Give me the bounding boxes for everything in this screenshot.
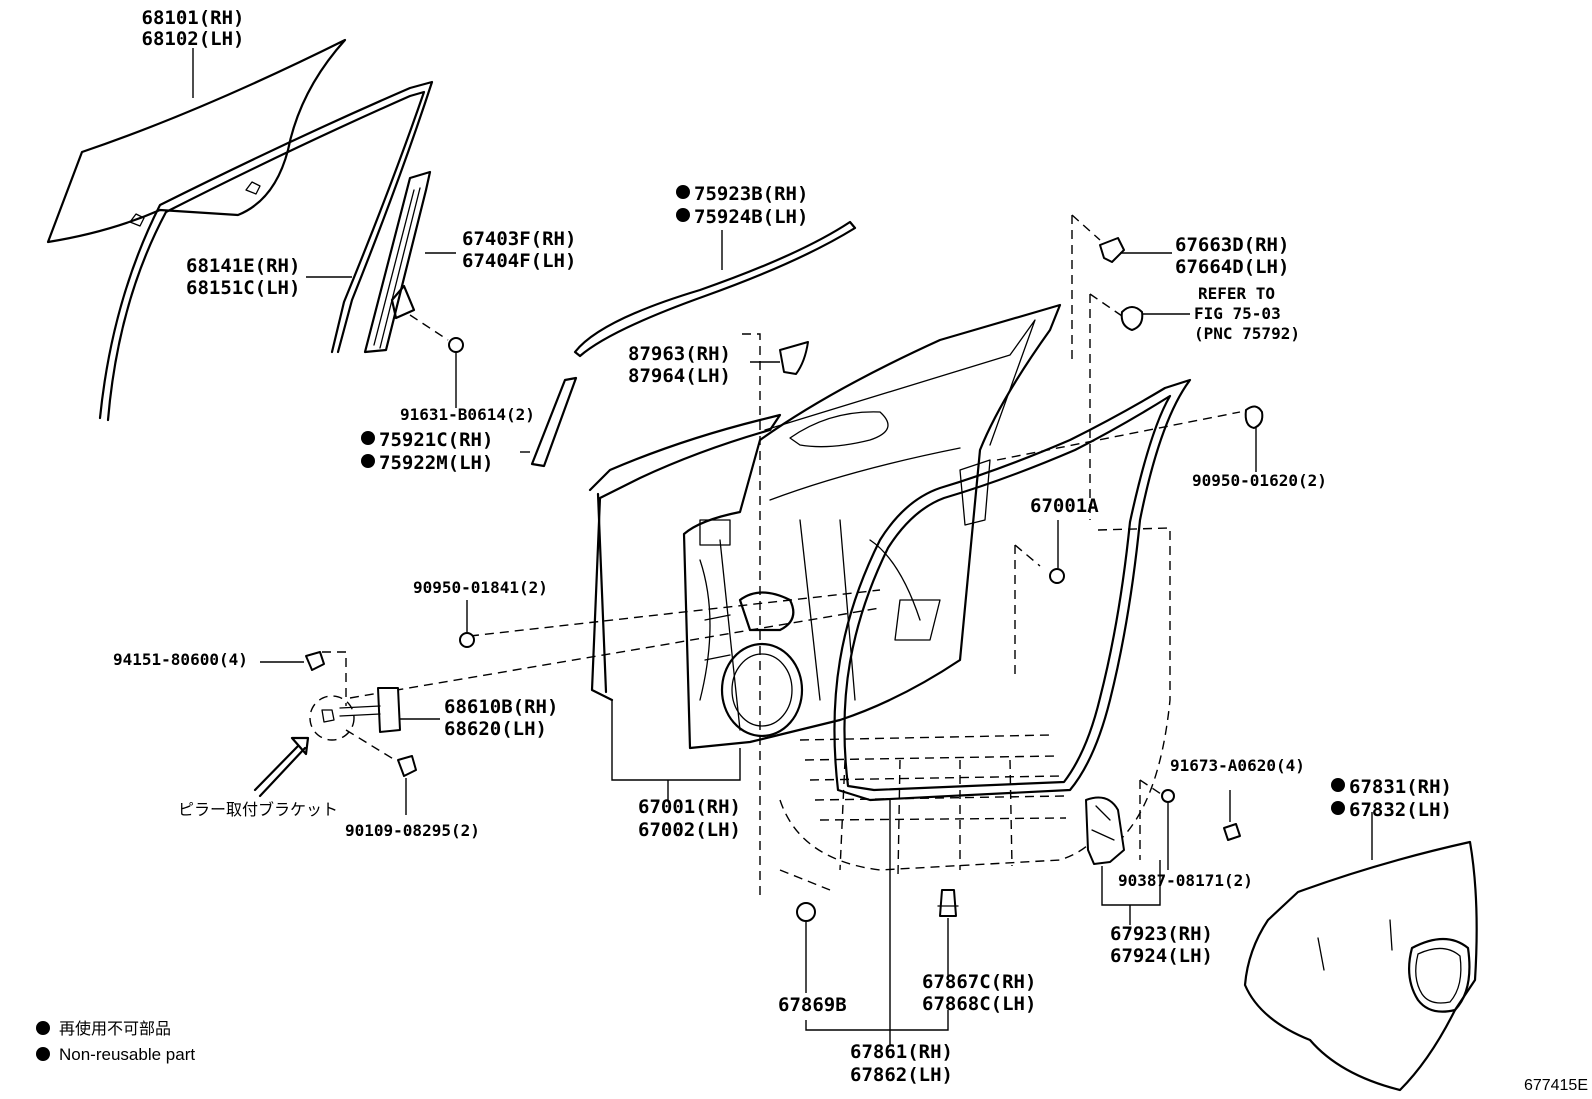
non-reusable-mark-67832 — [1331, 801, 1345, 815]
label-68151C: 68151C(LH) — [186, 277, 300, 299]
label-67831: 67831(RH) — [1349, 776, 1452, 798]
label-75923B: 75923B(RH) — [694, 183, 808, 205]
label-67868C: 67868C(LH) — [922, 993, 1036, 1015]
clip-67869B — [796, 902, 816, 922]
glass-run-channel — [98, 80, 434, 422]
label-87964: 87964(LH) — [628, 365, 731, 387]
legend-dot-en — [36, 1047, 50, 1061]
bracket-67663 — [1099, 237, 1125, 263]
label-67862: 67862(LH) — [850, 1064, 953, 1086]
label-67861: 67861(RH) — [850, 1041, 953, 1063]
label-87963: 87963(RH) — [628, 343, 731, 365]
non-reusable-mark-75923 — [676, 185, 690, 199]
bolt-91673 — [1223, 823, 1241, 841]
label-90109: 90109-08295(2) — [345, 821, 480, 840]
clip-90387 — [1161, 789, 1175, 803]
non-reusable-mark-75924 — [676, 208, 690, 222]
label-67403F: 67403F(RH) — [462, 228, 576, 250]
legend: 再使用不可部品 Non-reusable part — [36, 1019, 195, 1064]
label-67924: 67924(LH) — [1110, 945, 1213, 967]
label-refer-pnc: (PNC 75792) — [1194, 324, 1300, 343]
leader-lines — [192, 48, 1373, 1045]
label-91631: 91631-B0614(2) — [400, 405, 535, 424]
door-glass — [46, 38, 347, 244]
legend-text-jp: 再使用不可部品 — [59, 1019, 171, 1038]
mirror-cover — [779, 341, 809, 375]
clip-refer — [1120, 306, 1144, 331]
plug-67001A — [1049, 568, 1065, 584]
label-75921C: 75921C(RH) — [379, 429, 493, 451]
bolt-91631 — [409, 314, 464, 353]
plug-90950-left — [459, 632, 475, 648]
label-94151: 94151-80600(4) — [113, 650, 248, 669]
nut-94151 — [305, 651, 325, 671]
label-68620: 68620(LH) — [444, 718, 547, 740]
front-garnish — [530, 376, 578, 468]
bolt-90109 — [397, 755, 417, 777]
label-67001A: 67001A — [1030, 495, 1099, 517]
service-hole-cover — [1243, 840, 1478, 1092]
label-90387: 90387-08171(2) — [1118, 871, 1253, 890]
plug-90950-right — [1244, 405, 1264, 429]
label-67664D: 67664D(LH) — [1175, 256, 1289, 278]
label-90950-01620: 90950-01620(2) — [1192, 471, 1327, 490]
lower-hinge-cover — [1085, 796, 1125, 865]
label-91673: 91673-A0620(4) — [1170, 756, 1305, 775]
label-68141E: 68141E(RH) — [186, 255, 300, 277]
label-68102: 68102(LH) — [142, 28, 245, 50]
label-refer-to: REFER TO — [1198, 284, 1275, 303]
label-67867C: 67867C(RH) — [922, 971, 1036, 993]
clip-67867C — [937, 889, 959, 917]
label-75922M: 75922M(LH) — [379, 452, 493, 474]
legend-dot-jp — [36, 1021, 50, 1035]
label-67832: 67832(LH) — [1349, 799, 1452, 821]
label-pillar-bracket: ピラー取付ブラケット — [178, 800, 338, 819]
non-reusable-mark-75922 — [361, 454, 375, 468]
label-67001: 67001(RH) — [638, 796, 741, 818]
label-67663D: 67663D(RH) — [1175, 234, 1289, 256]
label-67404F: 67404F(LH) — [462, 250, 576, 272]
door-weatherstrip — [833, 378, 1192, 802]
pillar-bracket-arrow — [253, 736, 310, 798]
label-90950-01841: 90950-01841(2) — [413, 578, 548, 597]
belt-moulding — [573, 220, 857, 358]
legend-text-en: Non-reusable part — [59, 1045, 195, 1064]
non-reusable-mark-67831 — [1331, 778, 1345, 792]
label-68610B: 68610B(RH) — [444, 696, 558, 718]
label-68101: 68101(RH) — [142, 7, 245, 29]
label-67923: 67923(RH) — [1110, 923, 1213, 945]
label-75924B: 75924B(LH) — [694, 206, 808, 228]
rear-door-sash — [363, 170, 432, 354]
label-67869B: 67869B — [778, 994, 847, 1016]
door-hinge — [309, 687, 401, 741]
label-67002: 67002(LH) — [638, 819, 741, 841]
non-reusable-mark-75921 — [361, 431, 375, 445]
reference-lines — [322, 214, 1241, 900]
door-panel — [588, 303, 1062, 750]
diagram-id: 677415E — [1524, 1077, 1588, 1094]
label-refer-fig: FIG 75-03 — [1194, 304, 1281, 323]
